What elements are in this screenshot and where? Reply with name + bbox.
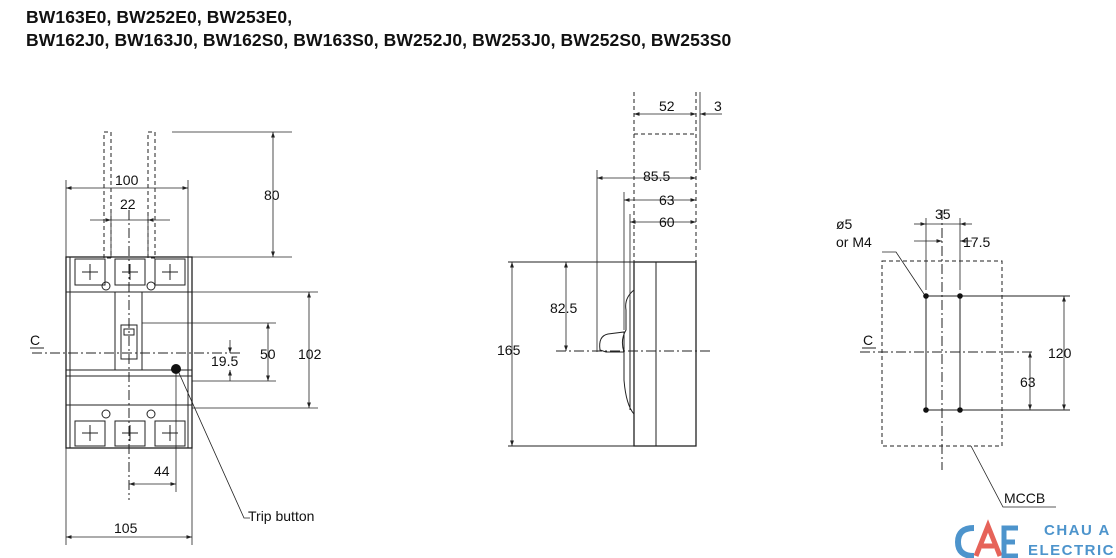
dim-120: 120 — [1048, 345, 1072, 361]
dim-80: 80 — [264, 187, 280, 203]
mount-hole — [957, 407, 963, 413]
logo-text-line2: ELECTRIC — [1028, 542, 1115, 558]
top-terminals — [74, 258, 186, 291]
dim-50: 50 — [260, 346, 276, 362]
mounting-view: C 35 17.5 ø5 or M4 120 63 MCCB — [836, 206, 1072, 508]
terminal-bar-left — [103, 131, 112, 259]
mount-hole — [957, 293, 963, 299]
logo-c-icon — [954, 525, 975, 558]
mount-hole — [923, 407, 929, 413]
title-line-1: BW163E0, BW252E0, BW253E0, — [26, 7, 293, 27]
trip-button-label: Trip button — [248, 508, 314, 524]
bottom-terminals — [74, 409, 186, 447]
trip-button — [171, 364, 181, 374]
terminal-bar-right — [147, 131, 156, 259]
centerline-symbol-mount: C — [863, 332, 873, 348]
brand-logo: CHAU A ELECTRIC — [954, 519, 1115, 558]
dim-52: 52 — [659, 98, 675, 114]
dim-100: 100 — [115, 172, 139, 188]
side-handle — [599, 331, 625, 353]
dim-165: 165 — [497, 342, 521, 358]
dim-85-5: 85.5 — [643, 168, 670, 184]
hole-label-thread: or M4 — [836, 234, 872, 250]
title-line-2: BW162J0, BW163J0, BW162S0, BW163S0, BW25… — [26, 30, 732, 50]
dim-17-5: 17.5 — [963, 234, 990, 250]
dim-63-side: 63 — [659, 192, 675, 208]
logo-a-icon — [973, 519, 1003, 557]
dim-22: 22 — [120, 196, 136, 212]
logo-e-icon — [1001, 525, 1018, 558]
dim-19-5: 19.5 — [211, 353, 238, 369]
logo-text-line1: CHAU A — [1044, 522, 1111, 539]
mccb-label: MCCB — [1004, 490, 1045, 506]
hole-label-diameter: ø5 — [836, 216, 853, 232]
dim-35: 35 — [935, 206, 951, 222]
side-view: 52 3 85.5 63 60 82.5 165 — [497, 92, 722, 447]
centerline-symbol-front: C — [30, 332, 40, 348]
dim-63-mount: 63 — [1020, 374, 1036, 390]
dim-44: 44 — [154, 463, 170, 479]
dim-105: 105 — [114, 520, 138, 536]
mount-hole — [923, 293, 929, 299]
dim-102: 102 — [298, 346, 322, 362]
dim-3: 3 — [714, 98, 722, 114]
dim-60: 60 — [659, 214, 675, 230]
dim-82-5: 82.5 — [550, 300, 577, 316]
side-body — [633, 261, 697, 447]
front-view: C Trip button 100 22 80 102 50 — [30, 131, 322, 545]
